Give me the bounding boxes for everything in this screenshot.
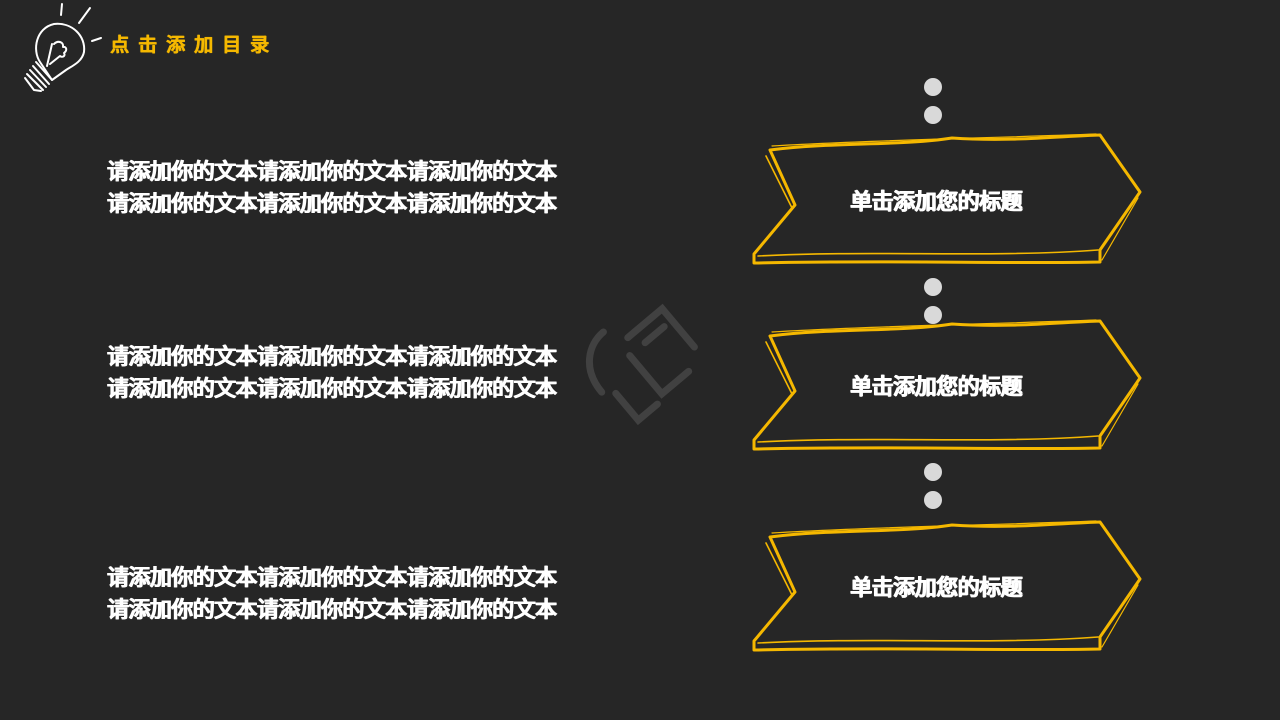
body-text-block-2[interactable]: 请添加你的文本请添加你的文本请添加你的文本 请添加你的文本请添加你的文本请添加你… [107, 342, 687, 406]
body-text-block-3[interactable]: 请添加你的文本请添加你的文本请添加你的文本 请添加你的文本请添加你的文本请添加你… [107, 563, 687, 627]
connector-dot [924, 278, 942, 296]
watermark-logo-icon [585, 303, 698, 426]
arrow-banner-1[interactable]: 单击添加您的标题 [752, 132, 1144, 272]
hand-drawn-arrow-icon [752, 319, 1142, 451]
connector-dot [924, 463, 942, 481]
connector-dot [924, 491, 942, 509]
arrow-banner-3[interactable]: 单击添加您的标题 [752, 519, 1144, 659]
arrow-label: 单击添加您的标题 [850, 190, 1023, 215]
body-text-line: 请添加你的文本请添加你的文本请添加你的文本 [107, 598, 557, 623]
arrow-banner-2[interactable]: 单击添加您的标题 [752, 318, 1144, 458]
body-text-line: 请添加你的文本请添加你的文本请添加你的文本 [107, 160, 557, 185]
lightbulb-icon [24, 3, 102, 92]
body-text-line: 请添加你的文本请添加你的文本请添加你的文本 [107, 377, 557, 402]
hand-drawn-arrow-icon [752, 520, 1142, 652]
body-text-line: 请添加你的文本请添加你的文本请添加你的文本 [107, 566, 557, 591]
body-text-block-1[interactable]: 请添加你的文本请添加你的文本请添加你的文本 请添加你的文本请添加你的文本请添加你… [107, 157, 687, 221]
hand-drawn-arrow-icon [752, 133, 1142, 265]
body-text-line: 请添加你的文本请添加你的文本请添加你的文本 [107, 192, 557, 217]
connector-dot [924, 106, 942, 124]
connector-dot [924, 306, 942, 324]
slide-title[interactable]: 点击添加目录 [110, 34, 279, 56]
arrow-label: 单击添加您的标题 [850, 576, 1023, 601]
arrow-label: 单击添加您的标题 [850, 375, 1023, 400]
connector-dot [924, 78, 942, 96]
body-text-line: 请添加你的文本请添加你的文本请添加你的文本 [107, 345, 557, 370]
